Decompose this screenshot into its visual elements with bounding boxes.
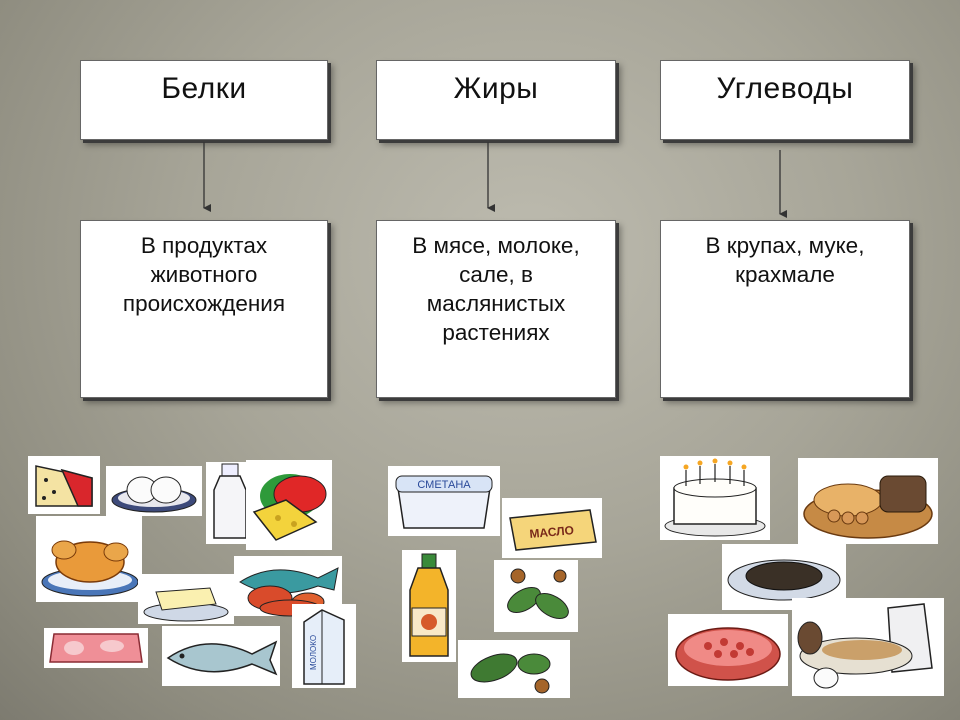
- description-box-fats: В мясе, молоке, сале, в маслянистых раст…: [376, 220, 616, 398]
- cheese-icon: [28, 456, 100, 514]
- berries-bowl-icon: [668, 614, 788, 686]
- category-description: В продуктах животного происхождения: [122, 233, 286, 316]
- hazelnut-leaves-icon: [458, 640, 570, 698]
- category-box-fats: Жиры: [376, 60, 616, 140]
- butter-label: МАСЛО: [529, 523, 575, 541]
- butter-dish-icon: [138, 574, 234, 624]
- milk-carton-label: МОЛОКО: [309, 635, 318, 670]
- sour-cream-label: СМЕТАНА: [417, 479, 471, 491]
- eggs-icon: [106, 466, 202, 516]
- description-box-proteins: В продуктах животного происхождения: [80, 220, 328, 398]
- roast-chicken-icon: [36, 516, 142, 602]
- category-title: Углеводы: [716, 72, 854, 105]
- oil-bottle-icon: [402, 550, 456, 662]
- sour-cream-tub-icon: СМЕТАНА: [388, 466, 500, 536]
- birthday-cake-icon: [660, 456, 770, 540]
- category-description: В крупах, муке, крахмале: [705, 233, 865, 287]
- category-box-proteins: Белки: [80, 60, 328, 140]
- hazelnut-branch-icon: [494, 560, 578, 632]
- butter-pack-icon: МАСЛО: [502, 498, 602, 558]
- fish-icon: [162, 626, 280, 686]
- category-box-carbohydrates: Углеводы: [660, 60, 910, 140]
- milk-carton-icon: МОЛОКО: [292, 604, 356, 688]
- description-box-carbohydrates: В крупах, муке, крахмале: [660, 220, 910, 398]
- bread-basket-icon: [798, 458, 938, 544]
- category-title: Жиры: [453, 72, 539, 105]
- category-description: В мясе, молоке, сале, в маслянистых раст…: [412, 233, 580, 345]
- meat-icon: [44, 628, 148, 668]
- cheese-wheel-icon: [246, 460, 332, 550]
- category-title: Белки: [161, 72, 247, 105]
- flour-and-eggs-icon: [792, 598, 944, 696]
